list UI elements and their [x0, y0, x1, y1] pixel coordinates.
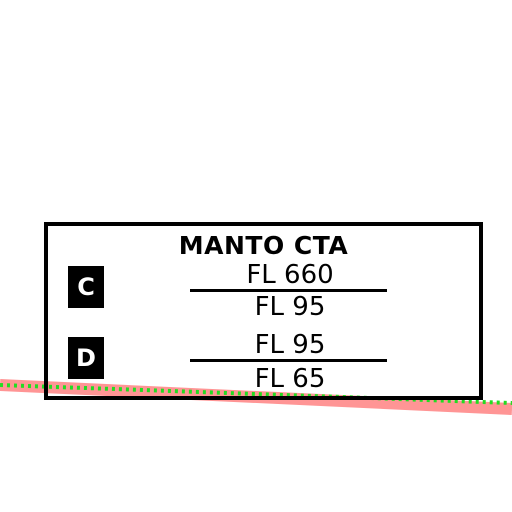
sector-c-lower-limit: FL 95 [254, 292, 326, 322]
sector-c-badge: C [68, 266, 104, 308]
airspace-title: MANTO CTA [178, 231, 349, 260]
sector-d-lower-limit: FL 65 [254, 364, 326, 394]
sector-c-upper-limit: FL 660 [246, 260, 334, 290]
sector-c-divider [190, 289, 387, 292]
sector-d-upper-limit: FL 95 [254, 330, 326, 360]
sector-d-badge: D [68, 337, 104, 379]
airspace-boundary-dotted-line [0, 383, 512, 405]
sector-d-divider [190, 359, 387, 362]
airspace-label-box[interactable]: MANTO CTA C FL 660 FL 95 D FL 95 FL 65 [44, 222, 483, 400]
